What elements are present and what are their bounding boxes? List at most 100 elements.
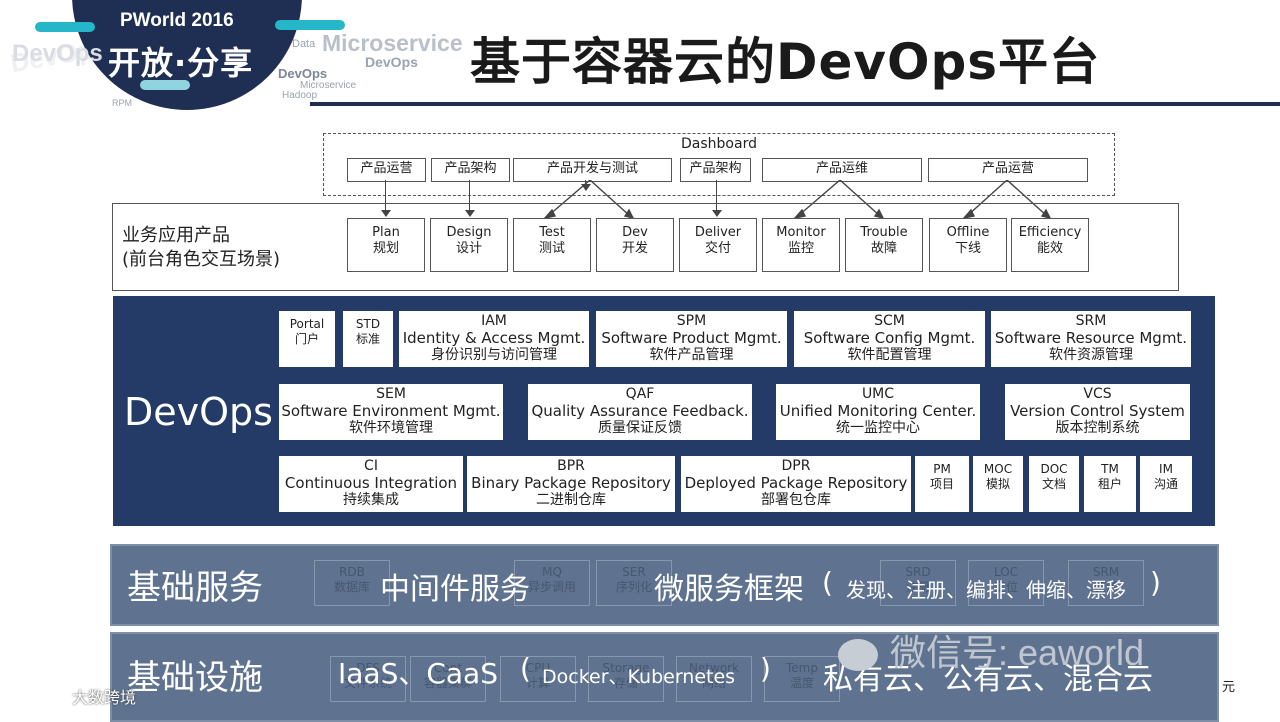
background-box-label: 异步调用	[527, 580, 576, 594]
stage-en-label: Offline	[946, 225, 990, 240]
wechat-icon	[838, 639, 878, 672]
microservice-framework: 微服务框架	[654, 572, 804, 607]
module-zh-name: 版本控制系统	[1055, 420, 1140, 436]
module-en-name: Software Environment Mgmt.	[281, 402, 501, 420]
module-code: VCS	[1083, 386, 1112, 402]
stage-zh-label: 能效	[1036, 241, 1063, 256]
title-divider	[310, 102, 1280, 106]
iaas-caas-text: IaaS、CaaS	[338, 657, 498, 690]
module-zh-name: 软件配置管理	[847, 347, 932, 363]
logo-tag: DevOps	[278, 66, 328, 81]
basic-service-title: 基础服务	[127, 568, 263, 608]
module-zh-name: 门户	[294, 332, 319, 346]
business-title-line: 业务应用产品	[122, 225, 230, 246]
module-code: MOC	[983, 462, 1013, 476]
background-box-label: 网络	[701, 676, 726, 690]
wechat-watermark: 微信号: eaworld	[838, 624, 1144, 676]
module-zh-name: 软件产品管理	[649, 347, 734, 363]
module-en-name: Software Config Mgmt.	[803, 329, 976, 347]
module-code: QAF	[625, 386, 655, 402]
module-code: CI	[364, 458, 378, 474]
brand-watermark: 大数跨境	[40, 684, 136, 710]
module-en-name: Deployed Package Repository	[684, 474, 908, 492]
stage-en-label: Efficiency	[1018, 225, 1082, 240]
stage-zh-label: 开发	[621, 241, 648, 256]
logo-tag: Hadoop	[282, 90, 318, 101]
module-code: DPR	[781, 458, 811, 474]
cloud-decoration	[140, 80, 190, 90]
middleware-service: 中间件服务	[380, 572, 530, 607]
background-box-code: Network	[688, 661, 740, 675]
background-box-code: SRM	[1092, 565, 1120, 579]
background-box-code: SER	[622, 565, 646, 579]
business-subtitle-line: (前台角色交互场景)	[122, 249, 281, 270]
cloud-decoration	[275, 20, 345, 30]
module-code: DOC	[1040, 462, 1068, 476]
module-en-name: Identity & Access Mgmt.	[402, 329, 586, 347]
dashboard-tag: 产品开发与测试	[513, 158, 672, 182]
module-en-name: Software Resource Mgmt.	[994, 329, 1188, 347]
module-zh-name: 身份识别与访问管理	[431, 347, 557, 363]
background-box-label: 存储	[613, 676, 638, 690]
module-en-name: Unified Monitoring Center.	[779, 402, 977, 420]
dashboard-group: Dashboard	[323, 133, 1115, 196]
dashboard-tag: 产品运营	[928, 158, 1088, 182]
dashboard-label: Dashboard	[681, 136, 757, 152]
dashboard-tag: 产品运维	[762, 158, 922, 182]
wechat-id-text: 微信号: eaworld	[890, 632, 1145, 673]
module-code: Portal	[289, 317, 325, 331]
background-box-code: Temp	[786, 661, 818, 675]
logo-tag: Data	[292, 38, 316, 50]
stage-en-label: Monitor	[776, 225, 826, 240]
module-zh-name: 质量保证反馈	[598, 420, 682, 436]
module-en-name: Binary Package Repository	[471, 474, 671, 492]
module-code: SCM	[874, 313, 905, 329]
background-box-label: 温度	[789, 676, 814, 690]
stage-zh-label: 监控	[787, 241, 814, 256]
flow-arrow	[463, 180, 478, 217]
stage-zh-label: 规划	[372, 241, 399, 256]
module-code: SEM	[376, 386, 406, 402]
module-zh-name: 二进制仓库	[536, 492, 606, 508]
stage-en-label: Dev	[622, 225, 648, 240]
stage-en-label: Test	[539, 225, 565, 240]
logo-tag: DevOps	[12, 40, 103, 67]
module-code: PM	[933, 462, 951, 476]
dashboard-tag: 产品架构	[680, 158, 751, 182]
background-box-label: 资源	[1093, 580, 1118, 594]
brand-text: 大数跨境	[72, 688, 137, 707]
module-zh-name: 软件资源管理	[1049, 347, 1133, 363]
background-box-label: 文件系统	[343, 676, 392, 690]
stage-zh-label: 设计	[455, 241, 482, 256]
background-box-code: CPU	[525, 661, 551, 675]
stage-zh-label: 测试	[538, 241, 565, 256]
stage-zh-label: 下线	[954, 241, 981, 256]
module-code: BPR	[557, 458, 585, 474]
dashboard-tag: 产品架构	[431, 158, 510, 182]
module-en-name: Version Control System	[1010, 402, 1185, 420]
infrastructure-title: 基础设施	[127, 658, 263, 698]
background-box-label: 序列化	[615, 580, 652, 594]
stage-en-label: Design	[446, 225, 492, 240]
logo-slogan: 开放·分享	[108, 44, 254, 82]
background-box-code: Storage	[602, 661, 650, 675]
paren-open: (	[520, 652, 531, 685]
module-zh-name: 统一监控中心	[836, 420, 920, 436]
background-box-code: DFS	[356, 661, 380, 675]
